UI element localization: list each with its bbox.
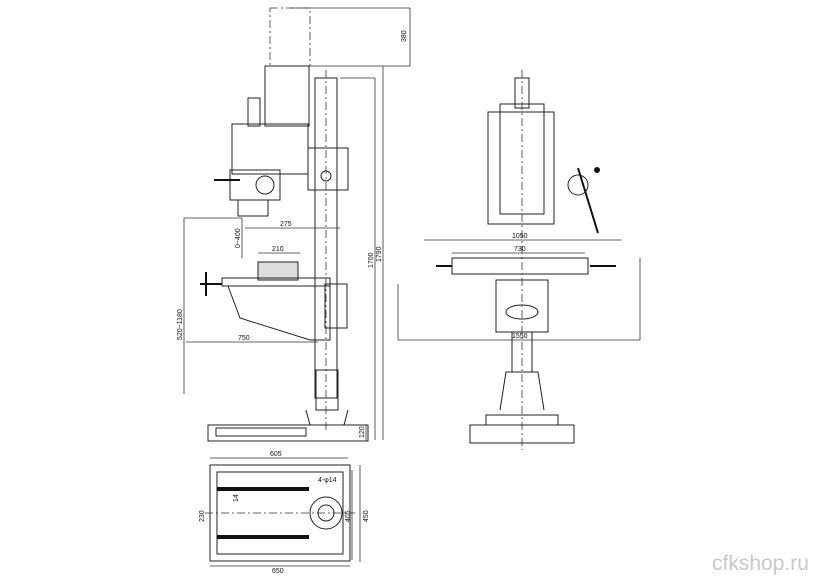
base-plan-view: 605 4-φ14 14 230 405 450 650 [199, 451, 370, 575]
dim-table-travel: 1050 [512, 233, 528, 240]
work-table [221, 277, 331, 287]
drill-head [231, 123, 309, 175]
dim-inner-depth: 405 [345, 510, 352, 522]
dim-slot-size: 14 [233, 494, 240, 502]
motor [264, 65, 310, 127]
dim-bolt-holes: 4-φ14 [318, 477, 337, 484]
dim-spindle-travel: 0~400 [235, 228, 242, 248]
dim-base-length: 650 [272, 568, 284, 575]
front-view: 1050 730 1550 [397, 70, 641, 450]
dim-slot-width: 230 [199, 510, 206, 522]
dim-outer-depth: 450 [363, 510, 370, 522]
dim-overall-height: 1700 [368, 252, 375, 268]
dim-table-height-range: 520~1180 [177, 309, 184, 340]
base [207, 424, 369, 442]
dim-table-length: 750 [238, 335, 250, 342]
dim-front-table-length: 730 [514, 246, 526, 253]
front-work-table [451, 257, 589, 275]
dim-max-height: 1790 [376, 246, 383, 262]
column-mount [309, 496, 343, 530]
dim-slot-span: 605 [270, 451, 282, 458]
dim-top-height: 380 [401, 30, 408, 42]
dim-base-height: 120 [359, 426, 366, 438]
front-head [487, 111, 555, 225]
watermark: cfkshop.ru [712, 552, 809, 575]
dim-spindle-reach: 275 [280, 221, 292, 228]
dim-table-width: 210 [272, 246, 284, 253]
dim-overall-width: 1550 [512, 333, 528, 340]
side-view: 380 275 0~400 210 520~1180 750 [177, 7, 411, 442]
motor-clearance [269, 7, 311, 67]
